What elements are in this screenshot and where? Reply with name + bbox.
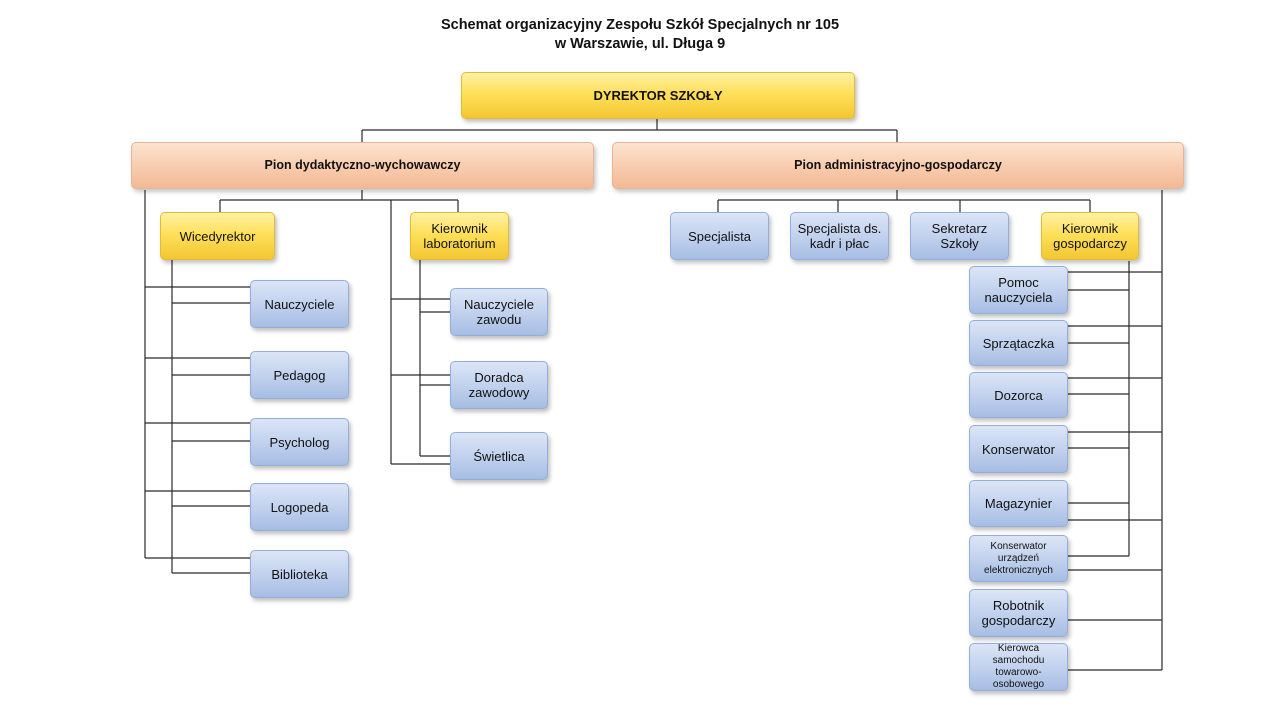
manager-staff-electronics-technician: Konserwator urządzeń elektronicznych — [969, 535, 1068, 582]
lab-head-line: Kierownik — [431, 221, 488, 236]
staff-box-common-room: Świetlica — [450, 432, 548, 480]
admin-box-facility-manager: Kierownik gospodarczy — [1041, 212, 1139, 260]
connector-didactic-heads — [219, 190, 459, 212]
admin-box-hr-specialist: Specjalista ds. kadr i płac — [790, 212, 889, 260]
connector-admin-heads — [717, 190, 1091, 212]
chart-title: Schemat organizacyjny Zespołu Szkół Spec… — [0, 16, 1280, 54]
connector-vice-staff — [171, 260, 250, 574]
staff-label: Psycholog — [269, 434, 330, 450]
lab-head-line: laboratorium — [423, 236, 496, 251]
connector-admin-outer — [1068, 190, 1163, 671]
staff-label-line: zawodowy — [468, 385, 530, 400]
manager-staff-driver: Kierowca samochodu towarowo- osobowego — [969, 643, 1068, 691]
staff-label-line: Nauczyciele — [463, 297, 535, 312]
admin-label-line: kadr i płac — [809, 236, 870, 251]
staff-label: Nauczyciele — [264, 296, 335, 312]
staff-label: Świetlica — [473, 448, 525, 464]
manager-staff-line: osobowego — [992, 679, 1045, 690]
manager-staff-line: urządzeń — [997, 552, 1040, 564]
vice-director-label: Wicedyrektor — [179, 228, 256, 244]
staff-box-vocational-teachers: Nauczyciele zawodu — [450, 288, 548, 336]
manager-staff-line: Konserwator — [990, 540, 1047, 552]
division-admin-label: Pion administracyjno-gospodarczy — [794, 158, 1002, 172]
manager-staff-line: towarowo- — [995, 667, 1042, 678]
chart-title-line-1: Schemat organizacyjny Zespołu Szkół Spec… — [440, 17, 840, 33]
staff-label: Biblioteka — [271, 566, 328, 582]
connector-manager-staff — [1068, 261, 1130, 557]
admin-box-secretary: Sekretarz Szkoły — [910, 212, 1009, 260]
division-didactic: Pion dydaktyczno-wychowawczy — [131, 142, 594, 189]
manager-staff-line: Kierowca samochodu — [992, 643, 1045, 666]
staff-box-library: Biblioteka — [250, 550, 349, 598]
division-didactic-label: Pion dydaktyczno-wychowawczy — [264, 158, 461, 172]
staff-label-line: zawodu — [476, 312, 522, 327]
staff-box-psychologist: Psycholog — [250, 418, 349, 466]
manager-staff-label: Sprzątaczka — [982, 335, 1055, 351]
admin-label: Specjalista — [688, 228, 751, 244]
manager-staff-label: Magazynier — [984, 496, 1053, 511]
manager-staff-label: Dozorca — [994, 387, 1043, 403]
connector-lab-staff — [419, 260, 450, 457]
manager-staff-line: elektronicznych — [984, 564, 1053, 576]
manager-staff-cleaner: Sprzątaczka — [969, 320, 1068, 366]
manager-staff-maintenance: Konserwator — [969, 425, 1068, 473]
lab-head-box: Kierownik laboratorium — [410, 212, 509, 260]
manager-staff-watchman: Dozorca — [969, 372, 1068, 418]
staff-box-teachers: Nauczyciele — [250, 280, 349, 328]
manager-staff-line: nauczyciela — [984, 290, 1053, 305]
staff-box-pedagogue: Pedagog — [250, 351, 349, 399]
manager-staff-line: Pomoc — [998, 275, 1039, 290]
admin-label-line: gospodarczy — [1053, 236, 1127, 251]
staff-box-speech-therapist: Logopeda — [250, 483, 349, 531]
staff-label: Pedagog — [273, 367, 326, 383]
director-label: DYREKTOR SZKOŁY — [593, 88, 723, 103]
vice-director-box: Wicedyrektor — [160, 212, 275, 260]
chart-title-line-2: w Warszawie, ul. Długa 9 — [554, 36, 726, 52]
admin-label: Sekretarz Szkoły — [931, 221, 988, 251]
director-box: DYREKTOR SZKOŁY — [461, 72, 855, 119]
manager-staff-line: gospodarczy — [981, 613, 1056, 628]
manager-staff-handyman: Robotnik gospodarczy — [969, 589, 1068, 637]
manager-staff-storekeeper: Magazynier — [969, 480, 1068, 527]
admin-label-line: Kierownik — [1061, 221, 1119, 236]
division-admin: Pion administracyjno-gospodarczy — [612, 142, 1184, 189]
connector-director-divisions — [361, 119, 898, 145]
manager-staff-label: Konserwator — [982, 441, 1055, 457]
staff-label: Logopeda — [270, 499, 329, 515]
admin-label-line: Specjalista ds. — [797, 221, 882, 236]
admin-box-specialist: Specjalista — [670, 212, 769, 260]
manager-staff-teacher-assistant: Pomoc nauczyciela — [969, 266, 1068, 314]
connector-didactic-outer — [144, 190, 250, 559]
staff-box-career-advisor: Doradca zawodowy — [450, 361, 548, 409]
staff-label-line: Doradca — [474, 370, 524, 385]
manager-staff-line: Robotnik — [992, 598, 1045, 613]
